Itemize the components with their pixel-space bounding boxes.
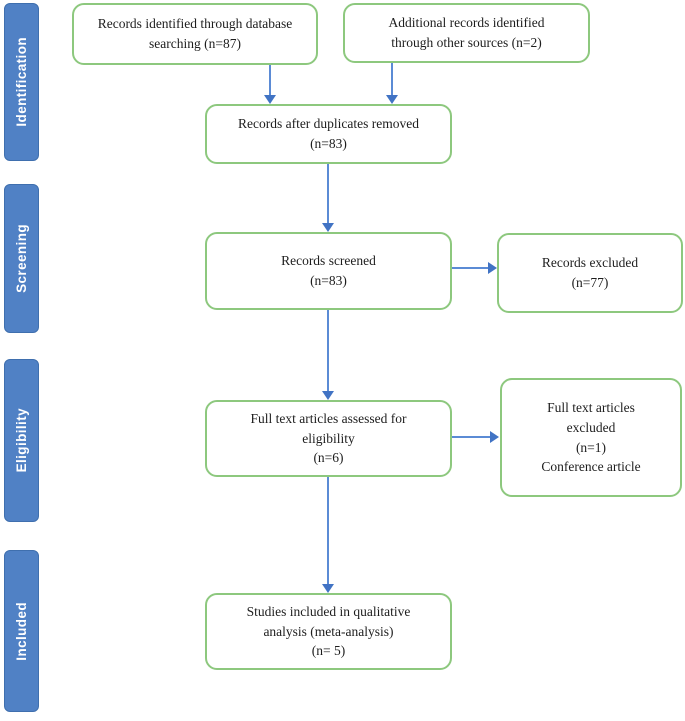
node-fulltext-assessed: Full text articles assessed for eligibil… (205, 400, 452, 477)
node-records-identified-database-text: Records identified through database sear… (97, 16, 293, 51)
arrow-line (452, 436, 490, 438)
node-fulltext-assessed-text: Full text articles assessed for eligibil… (250, 411, 407, 466)
node-records-identified-database: Records identified through database sear… (72, 3, 318, 65)
node-additional-records-other-sources: Additional records identified through ot… (343, 3, 590, 63)
node-fulltext-excluded-text: Full text articles excluded (n=1) Confer… (541, 400, 641, 475)
node-studies-included: Studies included in qualitative analysis… (205, 593, 452, 670)
node-records-excluded-text: Records excluded (n=77) (541, 255, 639, 290)
arrow-head-down-icon (264, 95, 276, 104)
arrow-line (391, 63, 393, 95)
stage-screening: Screening (4, 184, 39, 333)
arrow-line (327, 310, 329, 391)
stage-screening-label: Screening (14, 224, 29, 293)
node-additional-records-other-sources-text: Additional records identified through ot… (388, 15, 545, 50)
arrow-line (327, 164, 329, 223)
arrow-line (269, 65, 271, 95)
arrow-line (327, 477, 329, 584)
stage-included: Included (4, 550, 39, 712)
node-records-after-duplicates-removed: Records after duplicates removed (n=83) (205, 104, 452, 164)
arrow-head-down-icon (322, 223, 334, 232)
node-records-screened: Records screened (n=83) (205, 232, 452, 310)
stage-eligibility-label: Eligibility (14, 408, 29, 473)
arrow-head-down-icon (386, 95, 398, 104)
node-records-screened-text: Records screened (n=83) (281, 253, 376, 288)
arrow-head-down-icon (322, 391, 334, 400)
stage-identification: Identification (4, 3, 39, 161)
node-fulltext-excluded: Full text articles excluded (n=1) Confer… (500, 378, 682, 497)
node-records-excluded: Records excluded (n=77) (497, 233, 683, 313)
stage-identification-label: Identification (14, 37, 29, 127)
arrow-line (452, 267, 488, 269)
arrow-head-right-icon (490, 431, 499, 443)
arrow-head-right-icon (488, 262, 497, 274)
stage-included-label: Included (14, 601, 29, 661)
node-studies-included-text: Studies included in qualitative analysis… (246, 604, 411, 659)
stage-eligibility: Eligibility (4, 359, 39, 522)
node-records-after-duplicates-removed-text: Records after duplicates removed (n=83) (237, 116, 420, 151)
arrow-head-down-icon (322, 584, 334, 593)
